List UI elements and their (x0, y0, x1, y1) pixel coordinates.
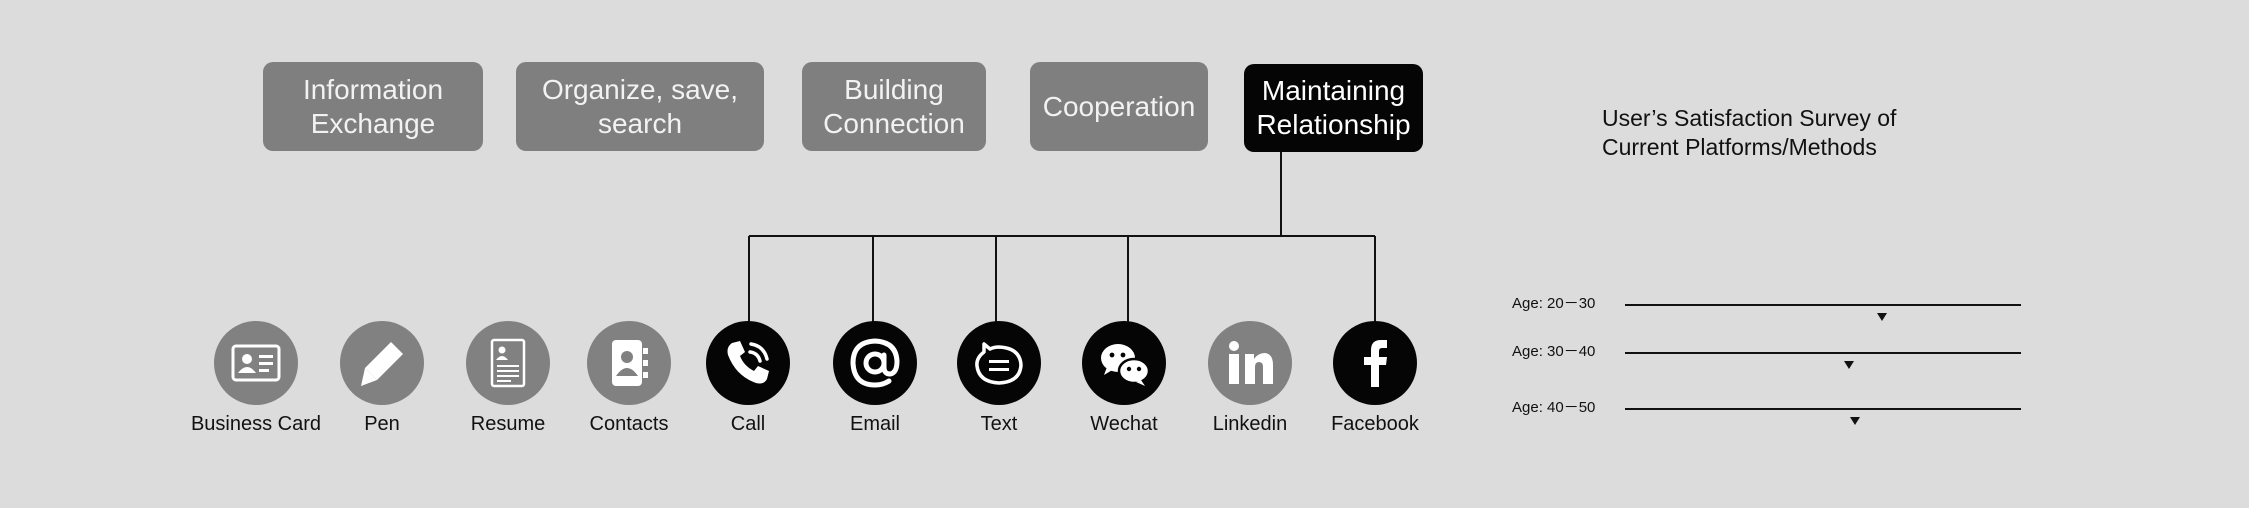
tool-contacts: Contacts (554, 321, 704, 436)
satisfaction-track (1625, 304, 2021, 321)
tool-label: Contacts (589, 413, 669, 435)
satisfaction-marker (1877, 313, 1888, 321)
category-label: Cooperation (1042, 90, 1196, 122)
at-sign-icon (850, 338, 900, 388)
satisfaction-marker (1843, 361, 1854, 369)
tool-circle (587, 321, 671, 405)
age-label: Age: 40－50 (1512, 399, 1596, 416)
tool-wechat: Wechat (1049, 321, 1199, 436)
chat-bubble-icon (975, 342, 1023, 385)
category-building-connection: Building Connection (802, 62, 986, 151)
category-label: Information Exchange (302, 73, 444, 139)
tool-label: Resume (470, 413, 546, 435)
tool-email: Email (800, 321, 950, 436)
category-organize-save-search: Organize, save, search (516, 62, 764, 151)
survey-row-age-20-30: Age: 20－30 (1512, 288, 2032, 321)
tool-business-card: Business Card (181, 321, 331, 436)
category-label: Building Connection (823, 73, 965, 139)
age-label: Age: 20－30 (1512, 295, 1596, 312)
tool-label: Text (980, 413, 1018, 435)
satisfaction-marker (1849, 417, 1860, 425)
survey-row-age-30-40: Age: 30－40 (1512, 336, 2032, 369)
tool-call: Call (673, 321, 823, 436)
tool-circle (340, 321, 424, 405)
category-maintaining-relationship: Maintaining Relationship (1244, 64, 1423, 152)
tool-label: Wechat (1090, 413, 1158, 435)
survey-row-age-40-50: Age: 40－50 (1512, 392, 2032, 425)
tool-circle (466, 321, 550, 405)
resume-icon (490, 338, 526, 388)
category-label: Maintaining Relationship (1256, 75, 1411, 140)
tool-facebook: Facebook (1300, 321, 1450, 436)
tool-circle (1208, 321, 1292, 405)
facebook-icon (1364, 340, 1387, 387)
tool-pen: Pen (307, 321, 457, 436)
tool-circle (957, 321, 1041, 405)
tool-circle (1082, 321, 1166, 405)
tool-linkedin: Linkedin (1175, 321, 1325, 436)
tool-label: Linkedin (1212, 413, 1288, 435)
phone-icon (727, 341, 769, 384)
contacts-icon (612, 340, 648, 386)
tool-label: Pen (364, 413, 400, 435)
category-cooperation: Cooperation (1030, 62, 1208, 151)
tool-label: Facebook (1331, 413, 1419, 435)
pen-icon (361, 342, 403, 386)
tool-label: Call (730, 413, 766, 435)
business-card-icon (231, 344, 281, 382)
tool-label: Email (849, 413, 900, 435)
tool-circle (1333, 321, 1417, 405)
tool-text: Text (924, 321, 1074, 436)
tool-circle (706, 321, 790, 405)
satisfaction-track (1625, 352, 2021, 369)
age-label: Age: 30－40 (1512, 343, 1596, 360)
linkedin-icon (1229, 341, 1273, 384)
category-information-exchange: Information Exchange (263, 62, 483, 151)
wechat-icon (1101, 344, 1151, 386)
satisfaction-track (1625, 408, 2021, 425)
tool-resume: Resume (433, 321, 583, 436)
category-label: Organize, save, search (541, 73, 739, 139)
survey-title: User’s Satisfaction Survey of Current Pl… (1602, 105, 1897, 160)
tool-label: Business Card (190, 413, 322, 435)
tool-circle (214, 321, 298, 405)
tool-circle (833, 321, 917, 405)
